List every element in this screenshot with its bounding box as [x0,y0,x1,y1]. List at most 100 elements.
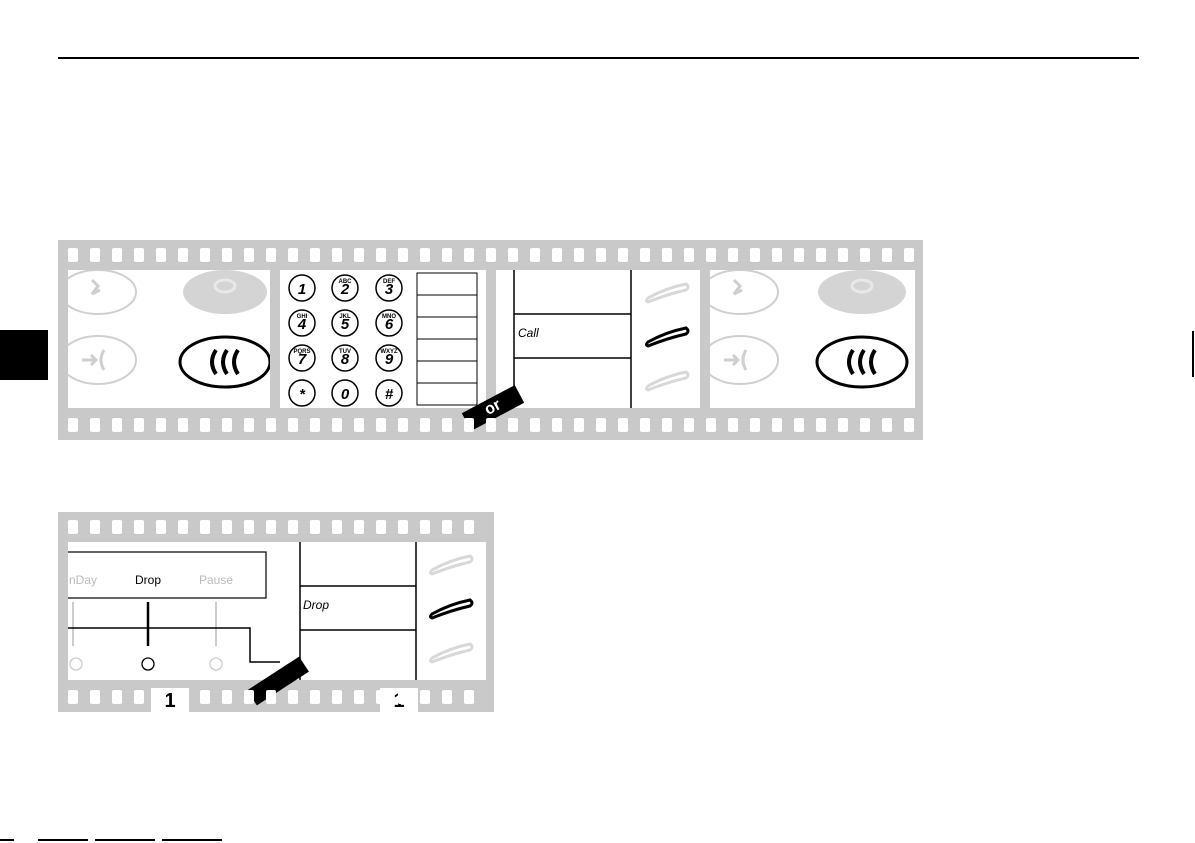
sprocket-hole [310,418,320,432]
transfer-icon-2 [724,350,746,370]
sprocket-hole [222,418,232,432]
sprocket-hole [332,520,342,534]
keypad-letters: TUV [339,349,351,355]
transfer-icon [82,350,104,370]
keypad-letters: ABC [339,279,353,285]
sprocket-hole [178,520,188,534]
sprocket-hole [178,690,188,704]
sprocket-hole [222,520,232,534]
sprocket-hole [90,690,100,704]
line-key-1-icon [647,284,689,302]
sprocket-hole [68,520,78,534]
sprocket-hole [508,418,518,432]
sprocket-hole [640,248,650,262]
sprocket-hole [552,418,562,432]
sprocket-hole [728,248,738,262]
feature-label-2: Drop [123,573,173,587]
sprocket-hole [838,248,848,262]
sprocket-hole [90,520,100,534]
sprocket-hole [112,520,122,534]
sprocket-hole [816,418,826,432]
keypad-letters: GHI [297,314,308,320]
drop-line-key-1-icon [431,556,473,574]
sprocket-hole [464,248,474,262]
sprocket-hole [156,690,166,704]
sprocket-hole [904,418,914,432]
sprocket-hole [244,248,254,262]
sprocket-hole [464,520,474,534]
sprocket-hole [266,248,276,262]
film-strip-top: 12ABC3DEF4GHI5JKL6MNO7PQRS8TUV9WXYZ*0# C… [58,240,923,440]
sprocket-hole [288,520,298,534]
keypad-digit: 0 [341,386,350,403]
sprocket-hole [442,248,452,262]
drop-line-key-2-icon [431,600,473,618]
line-key-3-icon [647,372,689,390]
sprocket-hole [354,690,364,704]
sprocket-hole [244,520,254,534]
drop-line-key-3-icon [431,644,473,662]
sprocket-hole [706,418,716,432]
sprocket-hole [266,520,276,534]
sprocket-hole [200,418,210,432]
led-indicator-1 [70,658,82,670]
sprocket-hole [794,418,804,432]
sprocket-hole [288,248,298,262]
sprocket-hole [442,690,452,704]
call-label: Call [518,326,539,340]
sprocket-hole [904,248,914,262]
sprocket-hole [508,248,518,262]
keypad-digit: 1 [298,281,306,298]
sprocket-hole [772,418,782,432]
sprocket-hole [464,418,474,432]
film-strip-bottom: nDay Drop Pause Drop 1 1 [58,512,494,712]
sprocket-hole [684,418,694,432]
sprocket-hole [200,690,210,704]
sprocket-hole [134,248,144,262]
sprocket-hole [112,418,122,432]
footer-text-fragment [0,836,260,842]
mute-icon-2 [734,280,742,294]
sprocket-hole [728,418,738,432]
sprocket-hole [464,690,474,704]
keypad-letters: PQRS [293,349,310,355]
sprocket-hole [156,248,166,262]
sprocket-hole [618,248,628,262]
keypad-digit: # [385,386,394,403]
frame-phone-buttons-1 [68,270,270,408]
sprocket-hole [420,248,430,262]
sprocket-hole [288,690,298,704]
sprocket-hole [134,690,144,704]
sprocket-hole [266,418,276,432]
sprocket-hole [574,248,584,262]
sprocket-hole [332,248,342,262]
sprocket-hole [376,690,386,704]
sprocket-hole [178,418,188,432]
sprocket-hole [552,248,562,262]
sprocket-hole [222,690,232,704]
sprocket-hole [486,248,496,262]
sprocket-hole [442,418,452,432]
sprocket-hole [288,418,298,432]
or-label: or [482,396,504,419]
sprocket-hole [882,418,892,432]
feature-label-3: Pause [191,573,241,587]
feature-label-1: nDay [68,573,108,587]
sprocket-hole [838,418,848,432]
sprocket-hole [860,248,870,262]
sprocket-hole [574,418,584,432]
sprocket-hole [376,248,386,262]
edge-mark [1192,331,1194,377]
sprocket-hole [684,248,694,262]
sprocket-hole [156,520,166,534]
sprocket-hole [398,520,408,534]
sprocket-hole [882,248,892,262]
sprocket-hole [618,418,628,432]
sprocket-hole [178,248,188,262]
frame-call-display: Call [496,270,700,408]
sprocket-hole [134,418,144,432]
sprocket-hole [860,418,870,432]
sprocket-hole [772,248,782,262]
